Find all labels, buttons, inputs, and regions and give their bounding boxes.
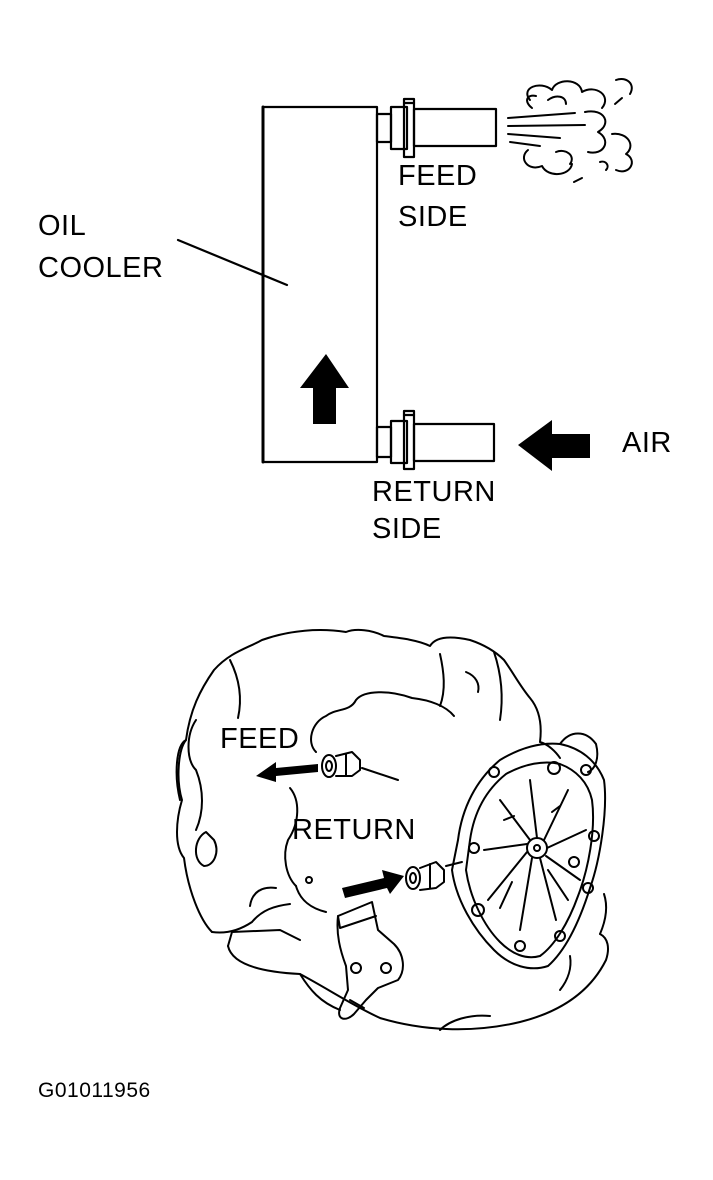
- feed-side-label-line1: FEED: [398, 160, 478, 192]
- air-outflow-icon: [507, 78, 633, 183]
- oil-cooler-body: [261, 105, 379, 464]
- return-label: RETURN: [292, 814, 416, 846]
- shift-lever-bracket: [336, 901, 404, 1020]
- oil-cooler-leader: [176, 238, 289, 287]
- air-in-arrow-icon: [518, 420, 590, 471]
- return-side-label-line1: RETURN: [372, 476, 496, 508]
- feed-out-arrow-icon: [256, 762, 318, 782]
- transaxle-drawing: [175, 628, 609, 1031]
- flow-up-arrow-icon: [300, 354, 349, 424]
- feed-port-bolt: [321, 751, 399, 781]
- feed-side-fitting: [375, 97, 498, 159]
- figure-id: G01011956: [38, 1079, 151, 1102]
- return-side-label-line2: SIDE: [372, 513, 442, 545]
- return-in-arrow-icon: [342, 870, 404, 898]
- return-side-fitting: [375, 409, 496, 471]
- feed-side-label-line2: SIDE: [398, 201, 468, 233]
- return-port-bolt: [405, 861, 463, 891]
- oil-cooler-label-line1: OIL: [38, 210, 87, 242]
- air-label: AIR: [622, 427, 672, 459]
- feed-label: FEED: [220, 723, 300, 755]
- oil-cooler-label-line2: COOLER: [38, 252, 164, 284]
